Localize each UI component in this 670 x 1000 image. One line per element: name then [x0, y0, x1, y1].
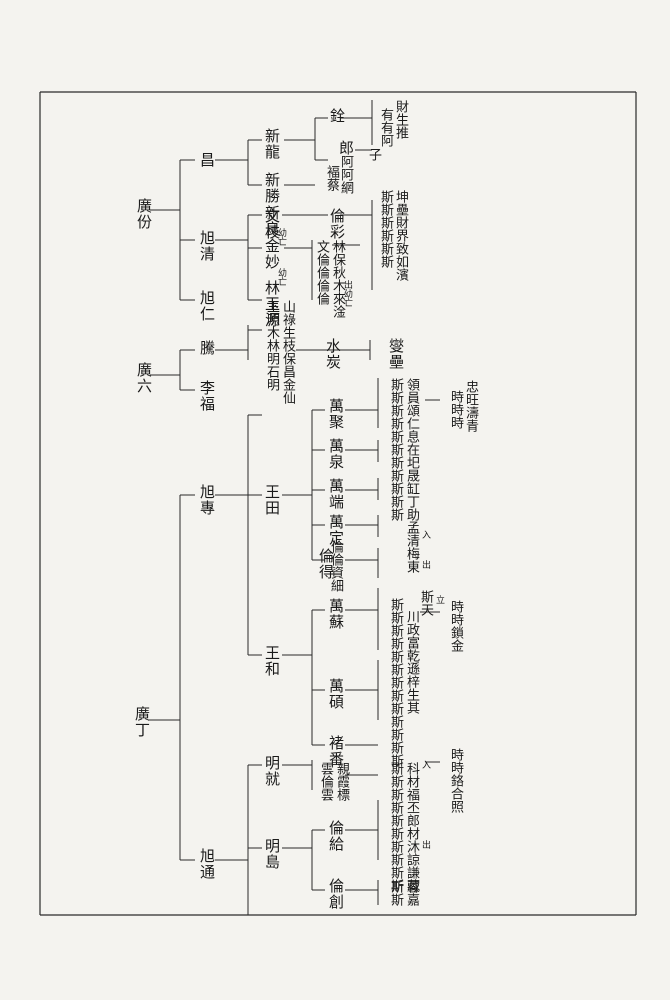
name-mingdao: 明島 — [263, 838, 281, 870]
name-qinxia: 親霞標 — [334, 762, 349, 801]
name-sirow1: 斯斯斯斯斯斯斯斯斯斯斯 — [388, 378, 403, 521]
name-guangliu: 廣六 — [135, 362, 153, 394]
name-lunde: 倫得 — [317, 548, 335, 580]
note-chu-2: 出 — [420, 840, 430, 849]
name-yufan: 褚番 — [327, 735, 345, 767]
name-shiyin: 時時鎖金 — [448, 600, 463, 652]
name-wanghe: 王和 — [263, 645, 281, 677]
note-youwang-2: 幼亡 — [276, 268, 286, 286]
name-jiaocai: 褔蔡 — [324, 165, 339, 191]
name-sirow5: 斯斯斯斯斯斯斯斯斯斯 — [388, 762, 403, 892]
note-li: 立 — [434, 595, 444, 604]
name-wangming: 王明木林明石明 — [264, 300, 279, 391]
name-jinmiao: 金妙 — [263, 238, 281, 270]
name-lin: 林 — [263, 280, 281, 296]
name-guangding: 廣丁 — [133, 706, 151, 738]
name-xutong: 旭通 — [198, 848, 216, 880]
name-wenxiao: 文枝 — [263, 208, 281, 240]
name-yuwang: 玉源 — [263, 296, 281, 328]
name-lunzi: 倫倫資細 — [328, 540, 343, 592]
name-xinlong: 新龍 — [263, 128, 281, 160]
note-youwang-1: 幼亡 — [276, 228, 286, 246]
note-ru-1: 入 — [420, 530, 430, 539]
note-chu-1: 出 — [420, 560, 430, 569]
name-xinsheng: 新勝 — [263, 172, 281, 204]
name-xinliang: 新良 — [263, 205, 281, 237]
name-shancheng: 山祿生枝保昌金仙 — [280, 300, 295, 404]
name-wuzi: 子 — [366, 148, 381, 161]
name-shizhao: 時時鉻合照 — [448, 748, 463, 813]
name-zhibu: 郎 — [337, 140, 355, 156]
name-lunhui: 倫給 — [327, 820, 345, 852]
name-lifu: 李福 — [198, 380, 216, 412]
name-shuitan: 水炭 — [324, 338, 342, 370]
name-wanduan: 萬端 — [327, 478, 345, 510]
name-teng: 騰 — [198, 340, 216, 356]
name-sirow7: 斯斯 — [388, 880, 403, 906]
name-wanquan: 萬泉 — [327, 438, 345, 470]
note-chuwang: 出幼亡 — [342, 280, 352, 307]
name-sirow8: 蓉嘉 — [404, 880, 419, 906]
name-lunrow2: 林保秋木來淦 — [330, 240, 345, 318]
name-mingjiu: 明就 — [263, 755, 281, 787]
name-xinxin: 燮壘 — [387, 338, 405, 370]
name-yunlun: 雲倫雲 — [318, 762, 333, 801]
name-wanju: 萬聚 — [327, 398, 345, 430]
name-sirow3: 斯斯斯斯斯斯斯斯斯斯斯斯斯 — [388, 598, 403, 767]
name-sirow6: 科材福丕郎材沐諒謙藏 — [404, 762, 419, 892]
name-sirow9: 斯斯斯斯斯斯 — [378, 190, 393, 268]
name-wanshi: 萬碩 — [327, 678, 345, 710]
name-sitian: 斯天 — [418, 590, 433, 616]
name-wuyou: 有有阿 — [378, 108, 393, 147]
name-sirow2: 領員頌仁息在圯晟缸丁助孟清梅東 — [404, 378, 419, 573]
name-xuqing: 旭清 — [198, 230, 216, 262]
name-zhitui: 財生推 — [393, 100, 408, 139]
name-wangtian: 王田 — [263, 484, 281, 516]
name-lunrow: 文倫倫倫倫 — [314, 240, 329, 305]
name-quan: 銓 — [328, 108, 346, 124]
name-lunchuang: 倫創 — [327, 878, 345, 910]
name-sirow10: 坤壘財界致如濱 — [393, 190, 408, 281]
note-ru-2: 入 — [420, 760, 430, 769]
name-shishi: 時時時 — [448, 390, 463, 429]
name-xuren: 旭仁 — [198, 290, 216, 322]
name-wanding: 萬定 — [327, 514, 345, 546]
name-lunyan: 倫彩 — [328, 208, 346, 240]
name-xuzhuan: 旭專 — [198, 484, 216, 516]
name-guangfen: 廣份 — [135, 198, 153, 230]
name-awang: 阿阿網 — [338, 155, 353, 194]
name-zhongwang: 忠旺濤青 — [463, 380, 478, 432]
name-wansu: 萬蘇 — [327, 598, 345, 630]
name-chang: 昌 — [198, 152, 216, 168]
name-sirow4: 川政富乾遜梓生其 — [404, 610, 419, 714]
